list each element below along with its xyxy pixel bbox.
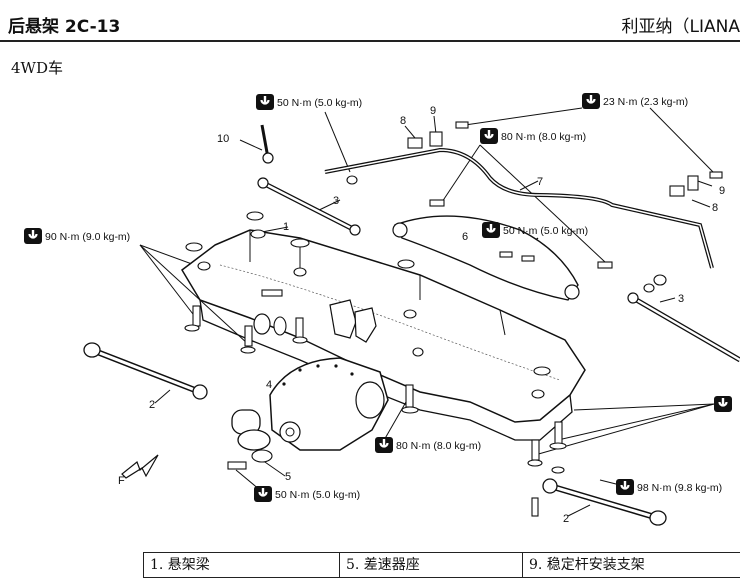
bolts bbox=[192, 121, 723, 517]
part-label-9-right: 9 bbox=[719, 185, 725, 197]
rear-differential bbox=[269, 357, 389, 451]
torque-callout-2: 23 N·m (2.3 kg-m) bbox=[603, 96, 688, 108]
part-label-5: 5 bbox=[285, 471, 291, 483]
trailing-rod-right bbox=[627, 292, 740, 363]
suspension-crossmember bbox=[181, 229, 586, 441]
torque-callout-8: 98 N·m (9.8 kg-m) bbox=[637, 482, 722, 494]
differential-mount bbox=[231, 409, 273, 463]
part-label-1: 1 bbox=[283, 221, 289, 233]
lateral-rod-right bbox=[542, 478, 667, 526]
legend-item-1: 1. 悬架梁 bbox=[143, 553, 339, 577]
front-arrow-icon bbox=[121, 454, 159, 479]
page-header: 后悬架 2C-13 利亚纳（LIANA bbox=[0, 0, 740, 42]
torque-wrench-icon bbox=[478, 126, 500, 146]
part-label-10: 10 bbox=[217, 133, 229, 145]
torque-callout-6: 80 N·m (8.0 kg-m) bbox=[396, 440, 481, 452]
washers bbox=[184, 175, 667, 474]
torque-wrench-icon bbox=[254, 92, 276, 112]
torque-callout-1: 50 N·m (5.0 kg-m) bbox=[277, 97, 362, 109]
part-label-3-left: 3 bbox=[333, 195, 339, 207]
part-label-2-right: 2 bbox=[563, 513, 569, 525]
section-title: 后悬架 2C-13 bbox=[8, 17, 121, 37]
stabilizer-link bbox=[260, 124, 274, 164]
legend-item-9: 9. 稳定杆安装支架 bbox=[522, 553, 740, 577]
torque-callout-3: 80 N·m (8.0 kg-m) bbox=[501, 131, 586, 143]
legend-item-5: 5. 差速器座 bbox=[339, 553, 522, 577]
part-label-8-right: 8 bbox=[712, 202, 718, 214]
torque-callout-4: 90 N·m (9.0 kg-m) bbox=[45, 231, 130, 243]
mount-bracket-right bbox=[354, 307, 377, 343]
mount-bracket-left bbox=[329, 299, 357, 339]
part-label-6: 6 bbox=[462, 231, 468, 243]
torque-callout-7: 50 N·m (5.0 kg-m) bbox=[275, 489, 360, 501]
rear-control-arm bbox=[392, 215, 580, 301]
part-label-7: 7 bbox=[537, 176, 543, 188]
part-label-9-top: 9 bbox=[430, 105, 436, 117]
torque-wrench-icon bbox=[712, 394, 734, 414]
leader-lines bbox=[139, 107, 717, 517]
part-label-4: 4 bbox=[266, 379, 272, 391]
torque-wrench-icon bbox=[252, 484, 274, 504]
front-label: F bbox=[118, 475, 125, 487]
model-title: 利亚纳（LIANA bbox=[621, 17, 740, 37]
bushing-right bbox=[273, 316, 287, 336]
torque-wrench-icon bbox=[373, 435, 395, 455]
part-label-8-top: 8 bbox=[400, 115, 406, 127]
trailing-rod-left bbox=[257, 177, 361, 236]
torque-callout-5: 50 N·m (5.0 kg-m) bbox=[503, 225, 588, 237]
torque-wrench-icon bbox=[614, 477, 636, 497]
parts-legend: 1. 悬架梁 5. 差速器座 9. 稳定杆安装支架 bbox=[143, 552, 740, 578]
torque-wrench-icon bbox=[580, 91, 602, 111]
part-label-2-left: 2 bbox=[149, 399, 155, 411]
variant-label: 4WD车 bbox=[11, 59, 63, 77]
bushing-left bbox=[253, 313, 271, 335]
part-label-3-right: 3 bbox=[678, 293, 684, 305]
torque-wrench-icon bbox=[22, 226, 44, 246]
lateral-rod-left bbox=[83, 342, 208, 400]
torque-wrench-icon bbox=[480, 220, 502, 240]
